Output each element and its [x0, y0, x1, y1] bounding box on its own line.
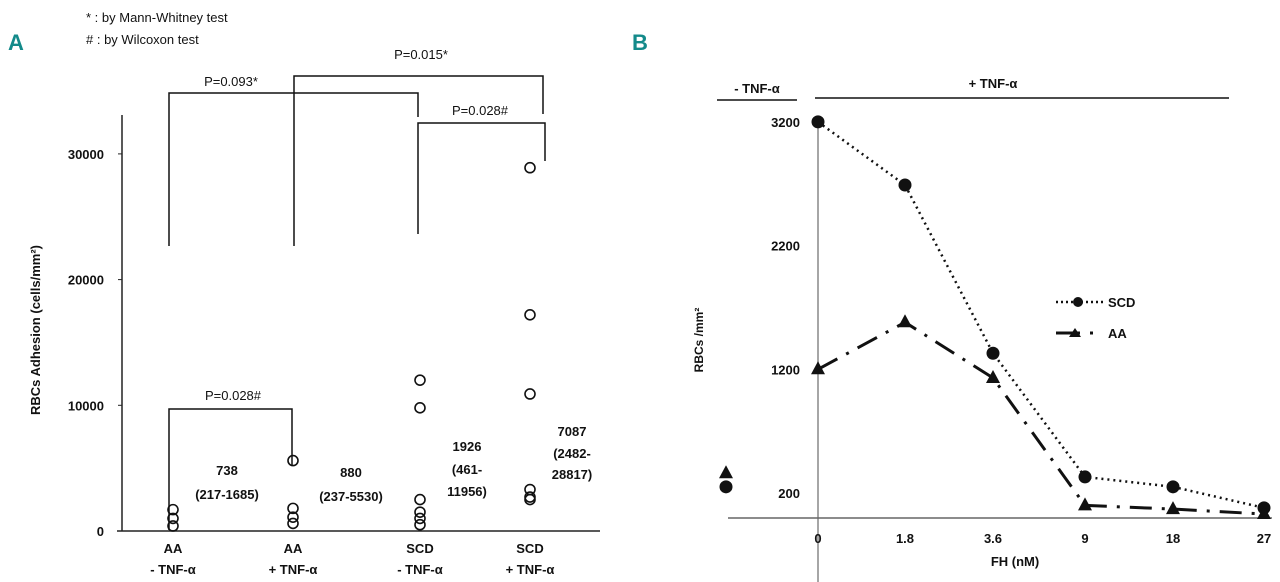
- data-point: [524, 493, 536, 506]
- x-tick-label-b: 1.8: [896, 531, 914, 546]
- x-category-label: - TNF-α: [150, 562, 196, 577]
- data-point-scd: [1166, 480, 1180, 494]
- x-tick-label-b: 27: [1257, 531, 1271, 546]
- range-label: (217-1685): [195, 487, 259, 502]
- data-point: [524, 388, 536, 400]
- legend-label-aa: AA: [1108, 326, 1127, 341]
- x-category-label: AA: [284, 541, 303, 556]
- x-category-label: AA: [164, 541, 183, 556]
- range-label: 28817): [552, 467, 592, 482]
- data-point-scd: [986, 346, 1000, 360]
- data-point: [287, 511, 299, 523]
- bracket-scd-minus-vs-scd-plus: [417, 122, 546, 234]
- data-point-aa: [1166, 501, 1180, 515]
- y-tick-label-b: 1200: [771, 362, 800, 377]
- p-value-label: P=0.028#: [205, 388, 262, 403]
- bracket-aa-plus-vs-scd-plus: [293, 75, 544, 246]
- range-label: (2482-: [553, 446, 591, 461]
- no-tnf-point-aa: [719, 465, 733, 479]
- x-axis-label-b: FH (nM): [991, 554, 1039, 569]
- median-label: 1926: [453, 439, 482, 454]
- data-point: [414, 374, 426, 386]
- x-category-label: - TNF-α: [397, 562, 443, 577]
- x-category-label: + TNF-α: [506, 562, 555, 577]
- data-point-aa: [811, 361, 825, 375]
- data-point-aa: [1078, 497, 1092, 511]
- panel-label-b: B: [632, 30, 648, 55]
- legend-marker-scd: [1073, 297, 1083, 307]
- series-line-scd: [817, 120, 1265, 510]
- data-point: [524, 308, 536, 321]
- x-tick-label-b: 18: [1166, 531, 1180, 546]
- data-point: [414, 402, 426, 414]
- range-label: (237-5530): [319, 489, 383, 504]
- median-label: 738: [216, 463, 238, 478]
- y-tick-label-a: 10000: [68, 398, 104, 413]
- y-tick-label-a: 0: [97, 524, 104, 539]
- x-category-label: SCD: [406, 541, 433, 556]
- legend-marker-aa: [1069, 328, 1081, 337]
- data-point-aa: [1257, 506, 1271, 520]
- condition-minus-tnf: - TNF-α: [734, 81, 780, 96]
- y-tick-label-b: 3200: [771, 115, 800, 130]
- range-label: (461-: [452, 462, 482, 477]
- data-point: [287, 517, 299, 530]
- data-point: [414, 506, 426, 518]
- data-point: [414, 518, 426, 531]
- p-value-label: P=0.015*: [394, 47, 448, 62]
- data-point-aa: [986, 369, 1000, 383]
- y-tick-label-b: 2200: [771, 239, 800, 254]
- median-label: 880: [340, 465, 362, 480]
- legend-note-wilcoxon: # : by Wilcoxon test: [86, 32, 199, 47]
- x-category-label: SCD: [516, 541, 543, 556]
- y-axis-label-a: RBCs Adhesion (cells/mm²): [28, 245, 43, 415]
- data-point: [167, 520, 179, 532]
- series-line-aa: [817, 320, 1265, 516]
- y-tick-label-a: 30000: [68, 147, 104, 162]
- data-point-scd: [811, 115, 825, 129]
- data-point: [414, 493, 426, 506]
- data-point-scd: [898, 178, 912, 192]
- legend-label-scd: SCD: [1108, 295, 1135, 310]
- data-point: [167, 512, 179, 525]
- data-point-aa: [898, 314, 912, 328]
- p-value-label: P=0.028#: [452, 103, 509, 118]
- condition-plus-tnf: + TNF-α: [969, 76, 1018, 91]
- legend-note-mann-whitney: * : by Mann-Whitney test: [86, 10, 228, 25]
- data-point: [414, 512, 426, 525]
- bracket-aa-minus-vs-aa-plus: [168, 408, 293, 530]
- x-tick-label-b: 9: [1081, 531, 1088, 546]
- y-tick-label-a: 20000: [68, 273, 104, 288]
- x-tick-label-b: 0: [814, 531, 821, 546]
- p-value-label: P=0.093*: [204, 74, 258, 89]
- data-point: [287, 454, 299, 467]
- data-point: [287, 502, 299, 515]
- range-label: 11956): [447, 484, 487, 499]
- x-tick-label-b: 3.6: [984, 531, 1002, 546]
- no-tnf-point-scd: [719, 480, 733, 494]
- median-label: 7087: [558, 424, 587, 439]
- panel-label-a: A: [8, 30, 24, 55]
- data-point: [167, 503, 179, 516]
- data-point: [524, 161, 536, 174]
- y-axis-label-b: RBCs /mm²: [692, 308, 706, 373]
- data-point-scd: [1078, 470, 1092, 484]
- x-category-label: + TNF-α: [269, 562, 318, 577]
- y-tick-label-b: 200: [778, 486, 800, 501]
